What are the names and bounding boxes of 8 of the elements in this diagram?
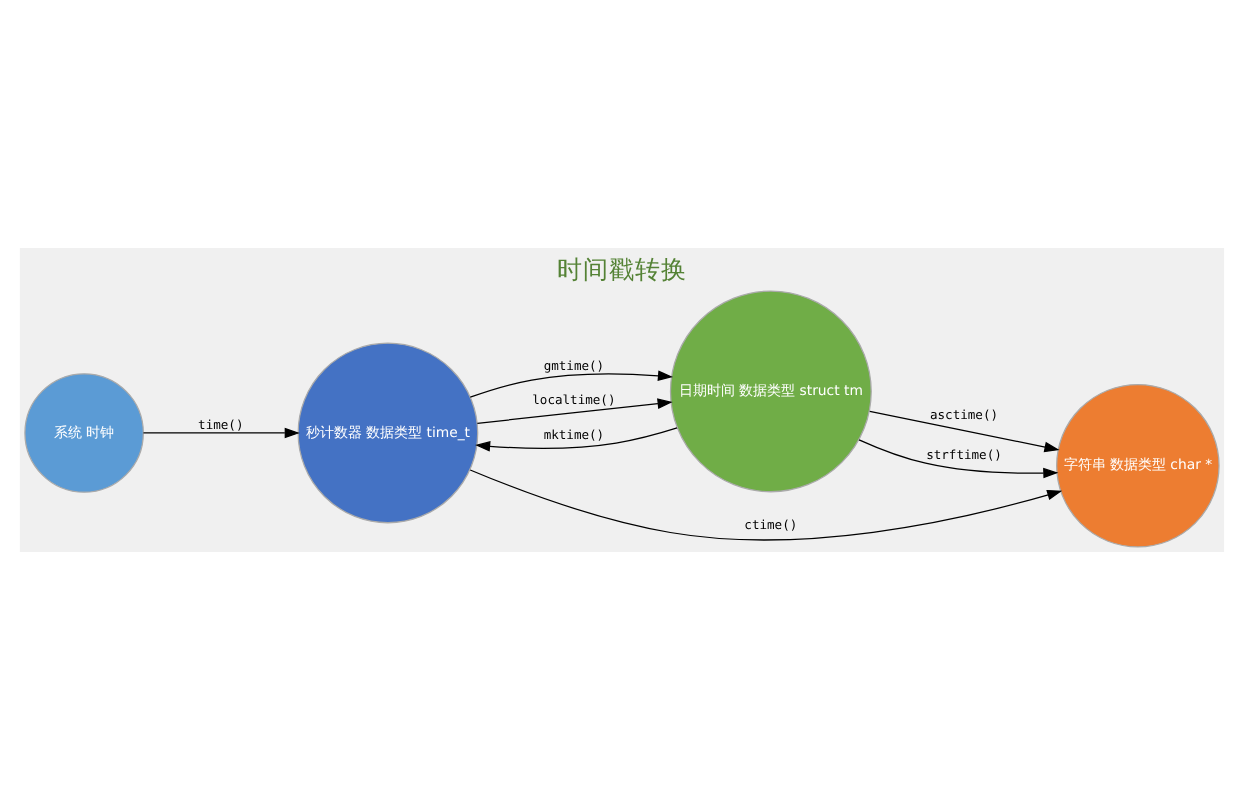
arrow bbox=[142, 427, 300, 439]
arrow bbox=[475, 427, 678, 452]
arrow bbox=[858, 439, 1059, 479]
arrow bbox=[476, 398, 673, 424]
diagram-title: 时间戳转换 bbox=[556, 254, 687, 285]
arrow bbox=[469, 370, 674, 398]
arrow bbox=[869, 410, 1060, 453]
arrow bbox=[469, 469, 1063, 541]
